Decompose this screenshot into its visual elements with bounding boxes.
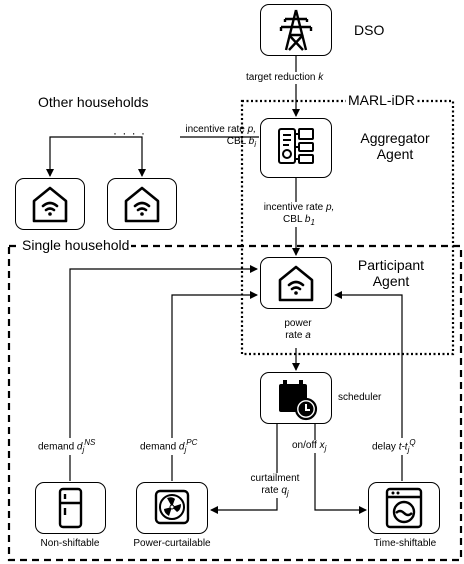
delay-label: delay t-tjQ: [370, 438, 418, 455]
others-ellipsis: · · · ·: [113, 126, 146, 140]
dashboard-gears-icon: [278, 128, 314, 164]
demand-ns-label: demand djNS: [36, 438, 98, 455]
transmission-tower-icon: [279, 9, 313, 51]
incentive-participant-label: incentive rate p, CBL b1: [250, 202, 348, 227]
other-household-node-right[interactable]: [107, 178, 177, 230]
time-shiftable-node[interactable]: [368, 482, 440, 534]
other-household-node-left[interactable]: [15, 178, 85, 230]
edge-demand-ns: [69, 265, 258, 481]
edge-delay: [334, 291, 403, 481]
dso-node[interactable]: [260, 4, 332, 56]
washing-machine-icon: [385, 487, 423, 529]
scheduler-label: scheduler: [338, 392, 382, 403]
smart-home-wifi-icon: [124, 186, 160, 223]
refrigerator-icon: [58, 487, 83, 529]
time-shiftable-label: Time-shiftable: [373, 538, 437, 549]
on-off-label: on/off xj: [290, 440, 329, 454]
other-households-label: Other households: [38, 94, 149, 110]
demand-pc-label: demand djPC: [138, 438, 200, 455]
edge-others-left: [46, 136, 108, 177]
marl-idr-label: MARL-iDR: [346, 92, 417, 109]
dso-label: DSO: [354, 22, 385, 38]
smart-home-wifi-icon: [278, 265, 314, 302]
fan-icon: [154, 489, 190, 525]
target-reduction-label: target reduction k: [244, 72, 326, 84]
edge-demand-pc: [171, 291, 258, 481]
single-household-label: Single household: [20, 237, 132, 254]
non-shiftable-node[interactable]: [35, 482, 106, 534]
aggregator-label: Aggregator Agent: [360, 130, 430, 163]
power-curtailable-label: Power-curtailable: [133, 538, 211, 549]
scheduler-node[interactable]: [260, 372, 332, 424]
edge-on-off: [314, 424, 367, 514]
power-rate-label: power rate a: [272, 318, 324, 341]
edge-others-right: [108, 136, 146, 177]
edge-curtailment: [210, 424, 278, 514]
curtailment-label: curtailment rate qj: [242, 473, 308, 498]
smart-home-wifi-icon: [32, 186, 68, 223]
non-shiftable-label: Non-shiftable: [40, 538, 100, 549]
aggregator-node[interactable]: [260, 118, 332, 178]
calendar-clock-icon: [279, 380, 318, 421]
participant-node[interactable]: [260, 257, 332, 309]
participant-label: Participant Agent: [357, 257, 425, 290]
incentive-others-label: incentive rate p, CBL bi: [185, 124, 256, 149]
power-curtailable-node[interactable]: [136, 482, 208, 534]
single-household-region: [7, 244, 463, 562]
